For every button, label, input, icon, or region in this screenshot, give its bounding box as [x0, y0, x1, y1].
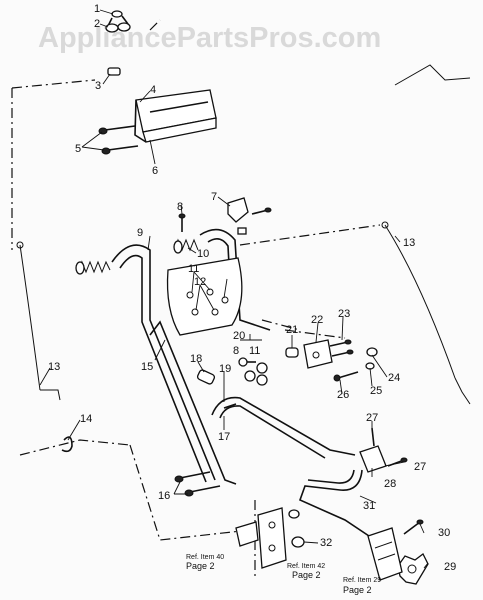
callout-11-top: 11	[188, 263, 199, 275]
ref-item-42-line: Ref. Item 42	[287, 563, 325, 570]
ref-item-29-line: Ref. Item 29	[343, 577, 381, 584]
star-wheel-part-29	[397, 519, 429, 585]
callout-24: 24	[388, 372, 400, 384]
callout-18: 18	[190, 353, 202, 365]
callout-9: 9	[137, 227, 143, 239]
callout-8-lower: 8	[233, 345, 239, 357]
control-bracket-plate	[166, 257, 243, 336]
background-scribble	[394, 64, 471, 86]
callout-27-top: 27	[366, 412, 378, 424]
spacer-part-3	[107, 67, 121, 76]
callout-20: 20	[233, 330, 245, 342]
callout-28: 28	[384, 478, 396, 490]
lower-rod-part-31	[298, 469, 376, 541]
callout-13-right: 13	[403, 237, 415, 249]
callout-22: 22	[311, 314, 323, 326]
callout-16: 16	[158, 490, 170, 502]
ref-item-42-page: Page 2	[292, 570, 321, 580]
bottom-plate-ref-42	[235, 507, 305, 569]
callout-12: 12	[194, 276, 206, 288]
handle-tube-right	[199, 228, 271, 331]
pivot-block-part-28	[359, 427, 408, 473]
callout-25: 25	[370, 385, 382, 397]
latch-part-7	[227, 197, 272, 235]
shift-plate-ref-29	[367, 527, 403, 581]
callout-5: 5	[75, 143, 81, 155]
callout-30: 30	[438, 527, 450, 539]
bolts-part-16	[174, 471, 221, 497]
callout-29: 29	[444, 561, 456, 573]
screws-part-5	[98, 125, 139, 155]
ref-item-29-page: Page 2	[343, 585, 372, 595]
callout-7: 7	[211, 191, 217, 203]
cable-part-13-right	[381, 221, 471, 405]
cable-part-13-left	[16, 241, 61, 401]
callout-27-right: 27	[414, 461, 426, 473]
callout-numbers: 1 2 3 4 5 6 7 8 9 10 11 12 13 13 14 15 1…	[48, 3, 456, 573]
reference-notes: Ref. Item 40 Page 2 Ref. Item 42 Page 2 …	[186, 554, 381, 595]
callout-10: 10	[197, 248, 209, 260]
watermark-text: AppliancePartsPros.com	[38, 22, 381, 54]
leader-lines	[39, 9, 429, 569]
shift-rod-part-19	[196, 369, 356, 459]
callout-13-left: 13	[48, 361, 60, 373]
callout-14: 14	[80, 413, 92, 425]
grip-spring-part-10	[173, 238, 199, 254]
dash-frame	[11, 19, 381, 578]
bolt-nut-set-lower	[238, 357, 268, 386]
callout-8-top: 8	[177, 201, 183, 213]
callout-4: 4	[150, 84, 156, 96]
console-panel-part-4	[134, 89, 217, 143]
callout-6: 6	[152, 165, 158, 177]
callout-21: 21	[286, 324, 298, 336]
hook-part-14	[61, 436, 73, 453]
bolt-part-1	[105, 10, 131, 33]
callout-1: 1	[94, 3, 100, 15]
callout-15: 15	[141, 361, 153, 373]
bolt-part-8-top	[178, 213, 186, 232]
callout-11-lower: 11	[249, 345, 260, 357]
callout-2: 2	[94, 18, 100, 30]
callout-32: 32	[320, 537, 332, 549]
hardware-parts-24-26	[333, 347, 378, 382]
selector-assembly-part-22	[285, 339, 354, 369]
callout-19: 19	[219, 363, 231, 375]
grip-spring-left	[75, 260, 111, 275]
ref-item-40-page: Page 2	[186, 561, 215, 571]
callout-23: 23	[338, 308, 350, 320]
callout-31: 31	[363, 500, 375, 512]
handle-tube-left	[111, 244, 237, 485]
callout-3: 3	[95, 80, 101, 92]
ref-item-40-line: Ref. Item 40	[186, 554, 224, 561]
callout-26: 26	[337, 389, 349, 401]
callout-17: 17	[218, 431, 230, 443]
